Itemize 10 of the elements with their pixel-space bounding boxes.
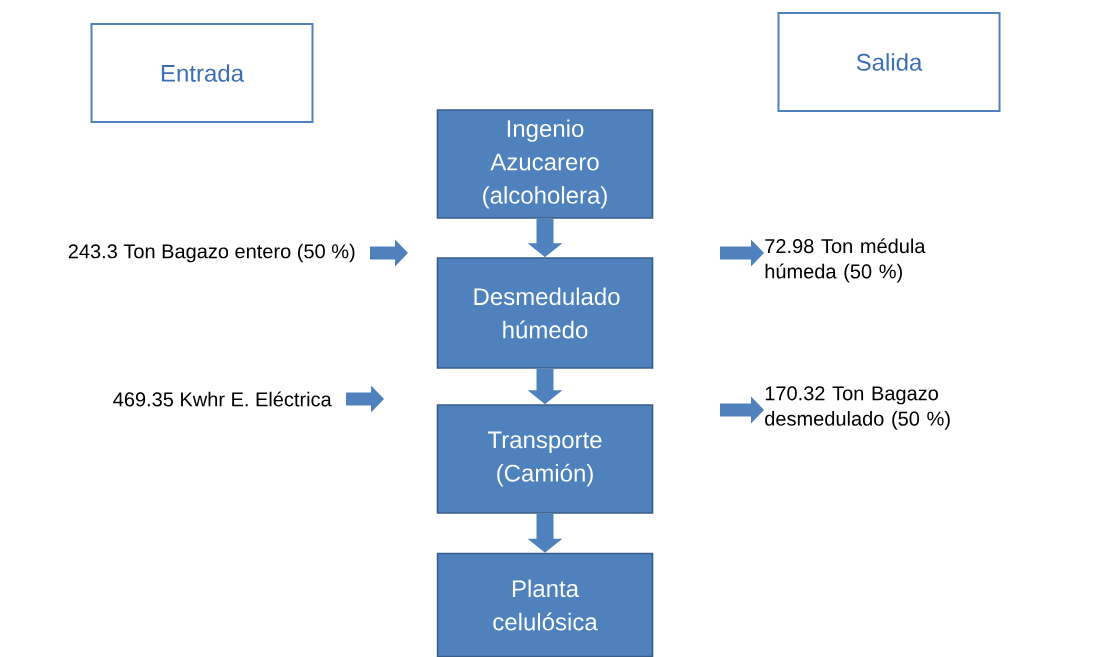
process-box: Transporte (Camión) <box>436 404 654 514</box>
input-label: 469.35 Kwhr E. Eléctrica <box>113 391 332 407</box>
label-box: Entrada <box>90 23 314 123</box>
output-label: 170.32 Ton Bagazo desmedulado (50 %) <box>765 386 950 430</box>
output-label: 72.98 Ton médula húmeda (50 %) <box>765 238 926 283</box>
input-label: 243.3 Ton Bagazo entero (50 %) <box>68 243 355 263</box>
label-box: Salida <box>777 12 1001 112</box>
process-box: Planta celulósica <box>436 552 654 657</box>
process-box: Ingenio Azucarero (alcoholera) <box>436 109 654 219</box>
process-box: Desmedulado húmedo <box>436 257 654 369</box>
